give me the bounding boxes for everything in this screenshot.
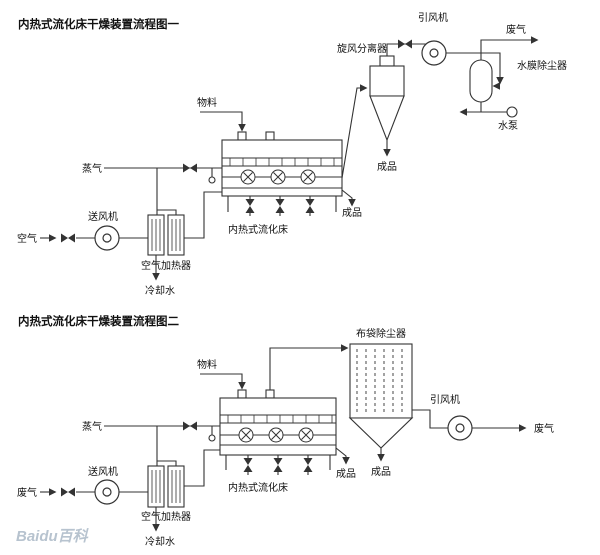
induced-fan-label-1: 引风机 — [418, 11, 448, 24]
diagram2-title: 内热式流化床干燥装置流程图二 — [18, 314, 179, 328]
inlet-valve-icon — [61, 487, 75, 497]
water-pump-label: 水泵 — [498, 120, 518, 132]
discharge-valve-icon — [303, 458, 313, 472]
diagram1-title: 内热式流化床干燥装置流程图一 — [18, 17, 179, 31]
steam-label-1: 蒸气 — [82, 162, 102, 175]
bed-product-label-2: 成品 — [336, 468, 356, 480]
bed-product-pipe-2 — [335, 447, 350, 465]
rotor-icon — [298, 427, 314, 443]
water-film-collector-label: 水膜除尘器 — [517, 59, 567, 72]
steam-label-2: 蒸气 — [82, 420, 102, 433]
exhaust-outlet-label: 废气 — [534, 422, 554, 435]
heating-tube-hatch-2 — [227, 415, 333, 423]
cyclone-outlet-pipe — [386, 43, 426, 56]
discharge-valve-icon — [273, 458, 283, 472]
discharge-valve-icon — [275, 199, 285, 213]
water-film-collector — [469, 59, 493, 103]
air-heater-label-2: 空气加热器 — [141, 510, 191, 523]
bag-filter-label: 布袋除尘器 — [356, 327, 406, 340]
steam-valve-icon — [183, 421, 197, 431]
fluidized-bed-label-1: 内热式流化床 — [228, 223, 288, 236]
fan-to-scrubber-pipe — [446, 52, 504, 85]
air-heater-1 — [147, 214, 185, 256]
blower-label-2: 送风机 — [88, 465, 118, 478]
blower-fan-icon — [94, 225, 120, 251]
rotor-icon — [240, 169, 256, 185]
bed-product-label-1: 成品 — [342, 207, 362, 219]
fluidized-bed-label-2: 内热式流化床 — [228, 481, 288, 494]
filter-product-label: 成品 — [371, 466, 391, 478]
air-inlet-label-1: 空气 — [17, 232, 37, 245]
bag-filter — [348, 343, 414, 449]
induced-fan-label-2: 引风机 — [430, 393, 460, 406]
bed-nozzle-2a — [237, 389, 247, 399]
steam-branch-2 — [156, 426, 177, 466]
cyclone-separator — [369, 55, 405, 142]
blower-fan-icon — [94, 479, 120, 505]
material-label-2: 物料 — [197, 358, 217, 371]
hot-air-pipe-1 — [184, 191, 222, 239]
hot-air-pipe-2 — [184, 449, 220, 487]
discharge-valve-icon — [245, 199, 255, 213]
filter-bags — [356, 349, 403, 413]
watermark: Baidu百科 — [16, 528, 90, 545]
rotor-icon — [238, 427, 254, 443]
bed-product-pipe-1 — [341, 189, 356, 207]
fluidized-bed-1 — [221, 139, 343, 216]
gas-valve-icon — [398, 39, 412, 49]
exhaust-pipe-1 — [480, 36, 539, 60]
filter-to-fan-pipe — [412, 409, 448, 429]
bed-to-cyclone-duct — [341, 84, 368, 179]
diagram-2: 内热式流化床干燥装置流程图二 物料 内热式流化床 成品 布袋除尘器 — [17, 314, 554, 548]
air-heater-label-1: 空气加热器 — [141, 259, 191, 272]
discharge-valve-icon — [243, 458, 253, 472]
induced-fan-icon — [421, 40, 447, 66]
rotor-icon — [268, 427, 284, 443]
air-valve-icon — [61, 233, 75, 243]
fluidized-bed-2 — [219, 397, 337, 475]
bed-nozzle-1b — [265, 131, 275, 141]
bed-nozzle-1a — [237, 131, 247, 141]
cooling-water-label-1: 冷却水 — [145, 284, 175, 297]
steam-trap-icon — [208, 434, 216, 442]
exhaust-inlet-label: 废气 — [17, 486, 37, 499]
water-pump-icon — [506, 106, 518, 118]
material-label-1: 物料 — [197, 96, 217, 109]
air-heater-2 — [147, 465, 185, 508]
cyclone-label: 旋风分离器 — [337, 42, 387, 55]
discharge-valve-icon — [305, 199, 315, 213]
steam-branch-1 — [156, 168, 177, 215]
heating-tube-hatch-1 — [229, 158, 335, 166]
steam-valve-icon — [183, 163, 197, 173]
cyclone-product-label: 成品 — [377, 161, 397, 173]
induced-fan-icon — [447, 415, 473, 441]
material-pipe-1 — [200, 111, 246, 132]
rotor-icon — [300, 169, 316, 185]
rotor-icon — [270, 169, 286, 185]
diagram-1: 内热式流化床干燥装置流程图一 物料 内热式流化床 成品 蒸气 — [17, 11, 567, 297]
bed-nozzle-2b — [265, 389, 275, 399]
bed-legs-2 — [225, 455, 331, 470]
blower-label-1: 送风机 — [88, 210, 118, 223]
bed-to-filter-duct — [269, 344, 349, 390]
exhaust-label-1: 废气 — [506, 23, 526, 36]
cooling-water-label-2: 冷却水 — [145, 535, 175, 548]
steam-trap-icon — [208, 176, 216, 184]
bed-legs-1 — [227, 196, 337, 212]
material-pipe-2 — [200, 373, 246, 390]
